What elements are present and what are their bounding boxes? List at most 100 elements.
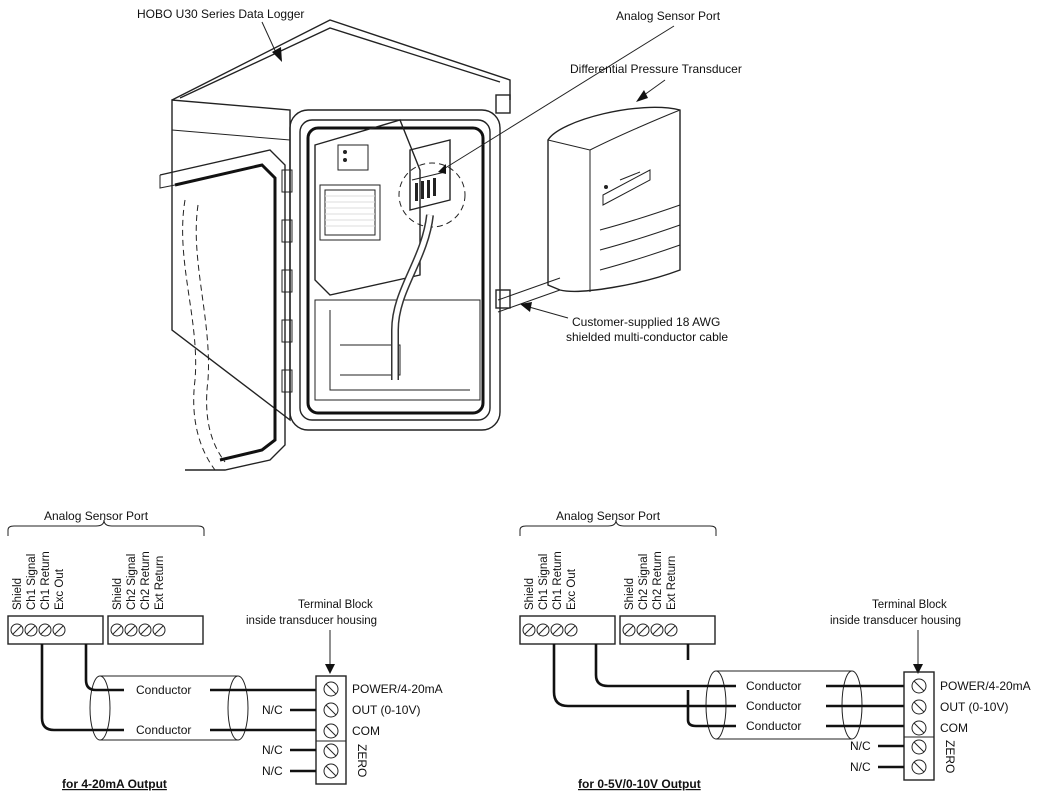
analog-sensor-port-block	[409, 139, 451, 211]
screw-terminal	[550, 623, 564, 637]
logger-illustration	[159, 19, 681, 471]
terminal-screw	[911, 759, 927, 775]
terminal-screw-slot	[913, 741, 925, 753]
terminal-screw	[911, 720, 927, 736]
pin-label: Shield	[112, 578, 124, 610]
screw-terminal	[636, 623, 650, 637]
terminal-screw	[323, 681, 339, 697]
screw-terminal	[536, 623, 550, 637]
screw-terminal	[52, 623, 66, 637]
pin-label: Ext Return	[154, 556, 166, 610]
left-zero-label: ZERO	[355, 744, 369, 777]
terminal-screw-slot	[325, 745, 337, 757]
left-terminal-block	[315, 675, 347, 785]
right-caption: for 0-5V/0-10V Output	[578, 777, 701, 791]
right-wire-return	[686, 644, 904, 728]
screw-terminal	[10, 623, 24, 637]
left-port-block-a	[7, 615, 104, 645]
screw-slot	[552, 625, 562, 635]
cable-label-line1: Customer-supplied 18 AWG	[572, 315, 720, 329]
terminal-screw-slot	[913, 722, 925, 734]
terminal-screw-slot	[325, 704, 337, 716]
pin-label: Shield	[524, 578, 536, 610]
screw-slot	[140, 625, 150, 635]
screw-terminal	[622, 623, 636, 637]
logger-module	[314, 119, 421, 296]
right-nc-2: N/C	[850, 760, 871, 774]
terminal-screw-slot	[325, 725, 337, 737]
left-terminal-out: OUT (0-10V)	[352, 703, 420, 717]
right-port-brace	[519, 519, 717, 536]
pin-label: Ch2 Signal	[126, 554, 138, 610]
pin-label: Ch1 Return	[552, 551, 564, 610]
left-nc-2: N/C	[262, 743, 283, 757]
left-terminal-title-2: inside transducer housing	[246, 615, 377, 627]
pin-label: Ch2 Signal	[638, 554, 650, 610]
right-terminal-screws	[911, 678, 927, 775]
screw-slot	[26, 625, 36, 635]
right-terminal-title-2: inside transducer housing	[830, 615, 961, 627]
right-wire-ch1	[552, 644, 904, 708]
screw-terminal	[664, 623, 678, 637]
right-wire-exc	[594, 644, 904, 688]
terminal-screw	[323, 702, 339, 718]
right-terminal-block	[903, 671, 935, 781]
screw-slot	[538, 625, 548, 635]
left-wire-ch1	[40, 644, 316, 732]
screw-terminal	[152, 623, 166, 637]
cable-label-line2: shielded multi-conductor cable	[566, 330, 728, 344]
right-terminal-power: POWER/4-20mA	[940, 679, 1031, 693]
right-zero-label: ZERO	[943, 740, 957, 773]
pin-label: Ch1 Signal	[26, 554, 38, 610]
left-terminal-power: POWER/4-20mA	[352, 682, 443, 696]
screw-terminal	[650, 623, 664, 637]
screw-terminal	[24, 623, 38, 637]
screw-slot	[40, 625, 50, 635]
right-port-block-a	[519, 615, 616, 645]
terminal-screw-slot	[913, 680, 925, 692]
terminal-screw	[323, 763, 339, 779]
terminal-screw	[323, 743, 339, 759]
pin-label: Ch2 Return	[140, 551, 152, 610]
screw-slot	[126, 625, 136, 635]
right-nc-1: N/C	[850, 739, 871, 753]
terminal-screw-slot	[325, 765, 337, 777]
left-nc-1: N/C	[262, 703, 283, 717]
left-terminal-com: COM	[352, 724, 380, 738]
pin-label: Shield	[12, 578, 24, 610]
left-nc-3: N/C	[262, 764, 283, 778]
terminal-screw	[911, 699, 927, 715]
left-port-block-b	[107, 615, 204, 645]
screw-terminal	[564, 623, 578, 637]
pin-label: Exc Out	[566, 568, 578, 610]
right-conductor-2: Conductor	[746, 699, 801, 713]
enclosure-top	[171, 19, 511, 101]
right-port-block-b	[619, 615, 716, 645]
screw-terminal	[110, 623, 124, 637]
port-label: Analog Sensor Port	[616, 9, 721, 23]
terminal-screw-slot	[913, 761, 925, 773]
screw-slot	[154, 625, 164, 635]
right-terminal-out: OUT (0-10V)	[940, 700, 1008, 714]
transducer-housing	[547, 106, 681, 292]
left-port-screws	[10, 623, 166, 637]
screw-slot	[12, 625, 22, 635]
screw-terminal	[124, 623, 138, 637]
screw-terminal	[138, 623, 152, 637]
terminal-screw	[911, 678, 927, 694]
screw-slot	[652, 625, 662, 635]
pin-label: Shield	[624, 578, 636, 610]
screw-slot	[112, 625, 122, 635]
enclosure-door	[159, 149, 286, 471]
left-wire-exc	[84, 644, 316, 692]
terminal-screw	[323, 723, 339, 739]
transducer-label: Differential Pressure Transducer	[570, 62, 742, 76]
enclosure-side	[171, 99, 291, 422]
screw-terminal	[522, 623, 536, 637]
screw-slot	[54, 625, 64, 635]
terminal-screw-slot	[913, 701, 925, 713]
